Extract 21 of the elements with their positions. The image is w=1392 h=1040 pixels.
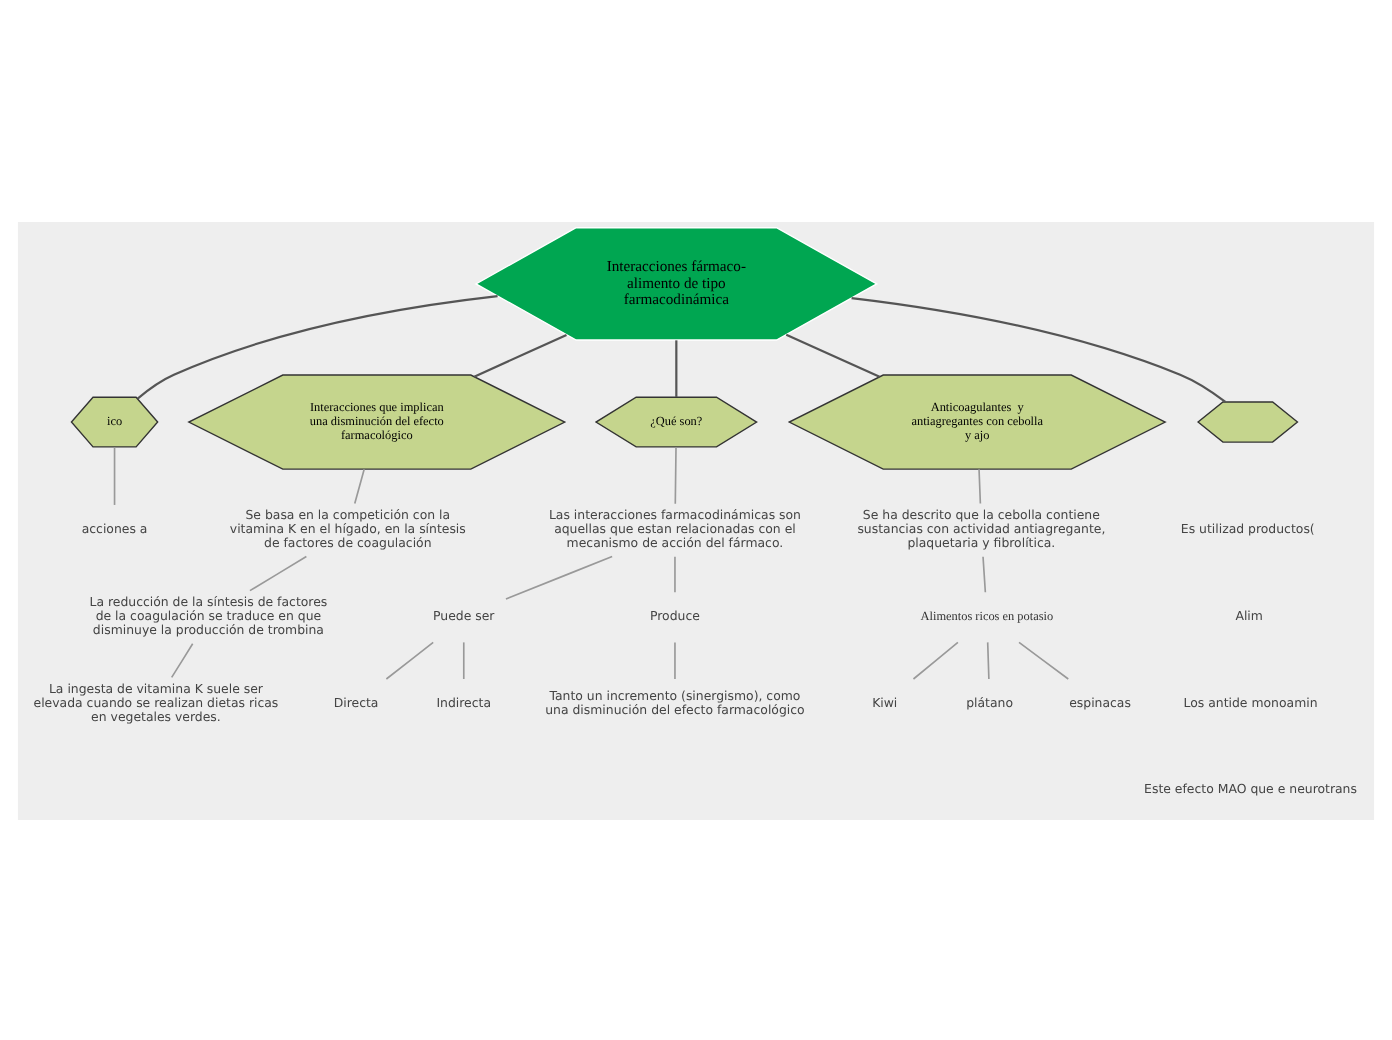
connector <box>170 641 194 678</box>
node-hexagon <box>1196 400 1299 442</box>
connector <box>675 339 678 397</box>
connector <box>473 332 567 377</box>
connector <box>113 445 116 505</box>
connector <box>982 554 987 593</box>
connector <box>674 640 676 679</box>
connector <box>986 640 990 679</box>
connector <box>353 467 365 504</box>
connector <box>978 467 982 504</box>
connector <box>785 332 881 377</box>
connector <box>674 554 676 593</box>
connector <box>1018 640 1070 679</box>
connector <box>385 640 435 679</box>
connector <box>851 296 1227 402</box>
connector <box>249 554 308 591</box>
connector <box>912 640 959 679</box>
connector <box>136 294 498 399</box>
connector <box>505 554 613 599</box>
connector <box>462 640 465 679</box>
connector <box>674 445 677 504</box>
